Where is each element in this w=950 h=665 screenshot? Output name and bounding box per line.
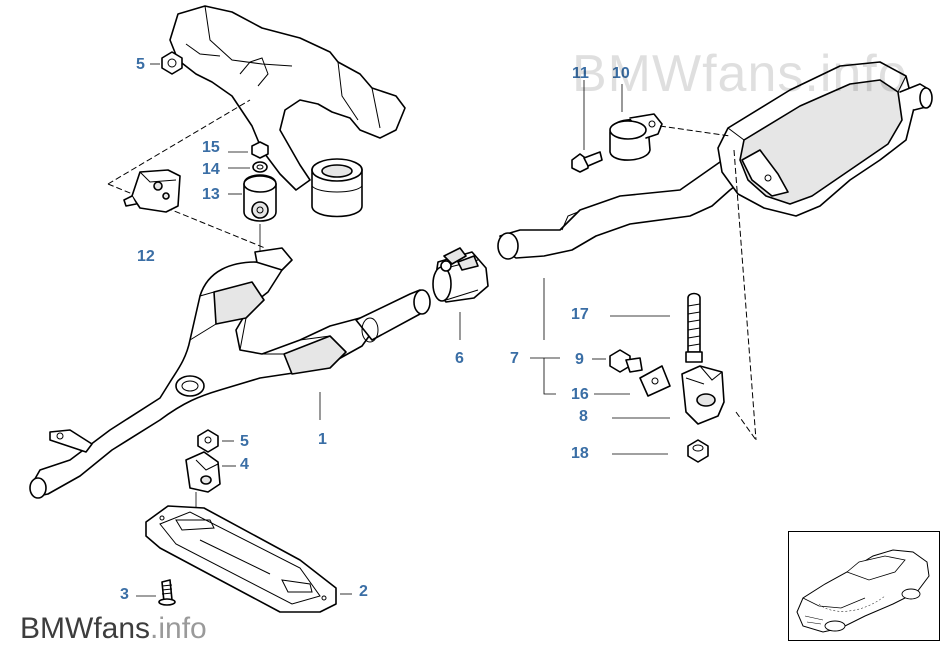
callout-15: 15: [202, 139, 220, 156]
bolt-11: [571, 151, 603, 173]
watermark-suffix: .info: [150, 612, 207, 645]
watermark-bottom: BMWfans.info: [20, 612, 207, 646]
rubber-mount-13: [243, 174, 277, 222]
callout-3: 3: [120, 586, 129, 603]
bracket-12: [123, 169, 181, 213]
transmission-crossmember: [169, 5, 406, 218]
clip-4: [185, 451, 221, 493]
dash-guide-12a: [107, 99, 251, 185]
dash-guide-rear: [733, 149, 757, 441]
nut-15: [251, 141, 269, 159]
dash-guide-10: [659, 125, 731, 137]
heat-shield-2: [145, 505, 337, 613]
bolt-9: [609, 349, 643, 373]
callout-1: 1: [318, 431, 327, 448]
callout-5-lower: 5: [240, 433, 249, 450]
callout-11: 11: [572, 65, 589, 82]
car-outline-icon: [796, 549, 930, 633]
front-exhaust-pipe: [29, 247, 431, 499]
nut-5-lower: [197, 429, 219, 453]
nut-18: [687, 439, 709, 463]
stud-17: [685, 292, 703, 363]
callout-10: 10: [612, 65, 630, 82]
callout-17: 17: [571, 306, 589, 323]
callout-9: 9: [575, 351, 584, 368]
callout-16: 16: [571, 386, 589, 403]
leader-7-bracket: [530, 357, 560, 395]
callout-4: 4: [240, 456, 249, 473]
rubber-hanger-10: [609, 113, 663, 161]
callout-8: 8: [579, 408, 588, 425]
watermark-top: BMWfans.info: [572, 45, 908, 103]
watermark-brand: BMWfans: [20, 612, 151, 645]
callout-2: 2: [359, 583, 368, 600]
rear-pipe-and-muffler: [497, 61, 933, 260]
pipe-clamp-6: [432, 247, 489, 303]
nut-top: [150, 51, 183, 75]
callout-18: 18: [571, 445, 589, 462]
dash-guide-rear-b: [735, 411, 757, 441]
plate-16: [639, 365, 671, 397]
washer-14: [252, 161, 268, 173]
callout-14: 14: [202, 161, 220, 178]
callout-13: 13: [202, 186, 220, 203]
callout-12: 12: [137, 248, 155, 265]
callout-7: 7: [510, 350, 519, 367]
callout-5-top: 5: [136, 56, 145, 73]
rubber-hanger-8: [681, 365, 725, 425]
callout-labels: 5 15 14 13 12 1 5 4 3 2 6 7 11 10 17 9 1…: [120, 56, 630, 603]
callout-6: 6: [455, 350, 464, 367]
screw-3: [158, 579, 176, 606]
car-location-thumbnail: [788, 531, 940, 641]
